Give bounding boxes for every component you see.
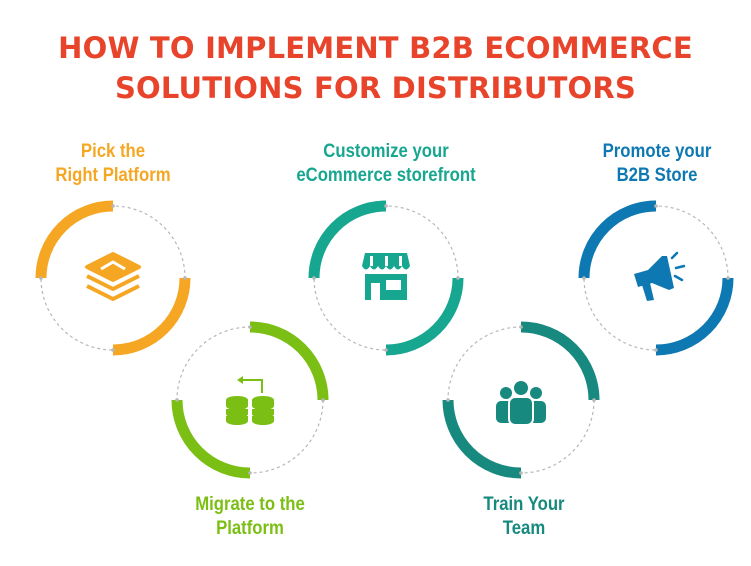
page-title-line-2: SOLUTIONS FOR DISTRIBUTORS	[114, 71, 637, 105]
step-1-label-line-2: Right Platform	[55, 165, 171, 186]
step-5-label-line-2: B2B Store	[616, 165, 698, 186]
step-4-ring	[442, 321, 600, 479]
step-2-label: Migrate to the Platform	[171, 493, 329, 541]
step-3-label: Customize your eCommerce storefront	[289, 140, 483, 188]
layers-icon	[85, 252, 141, 301]
storefront-icon	[362, 253, 410, 300]
step-2-ring	[171, 321, 329, 479]
database-migrate-icon	[226, 376, 274, 425]
step-5-label-line-1: Promote your	[602, 141, 712, 162]
megaphone-icon	[634, 251, 686, 301]
step-2-label-line-2: Platform	[216, 518, 284, 539]
step-4-label: Train Your Team	[454, 493, 595, 541]
step-3-label-line-1: Customize your	[323, 141, 449, 162]
step-5-label: Promote your B2B Store	[587, 140, 728, 188]
team-icon	[496, 379, 546, 426]
step-4-label-line-2: Team	[502, 518, 546, 539]
step-2-label-line-1: Migrate to the	[195, 494, 305, 515]
step-4-label-line-1: Train Your	[483, 494, 565, 515]
step-3-ring	[308, 200, 464, 356]
step-1-ring	[35, 200, 191, 356]
step-5-ring	[578, 200, 734, 356]
step-1-label: Pick the Right Platform	[43, 140, 184, 188]
step-3-label-line-2: eCommerce storefront	[296, 165, 476, 186]
page-title-line-1: HOW TO IMPLEMENT B2B ECOMMERCE	[58, 31, 693, 65]
step-1-label-line-1: Pick the	[80, 141, 146, 162]
